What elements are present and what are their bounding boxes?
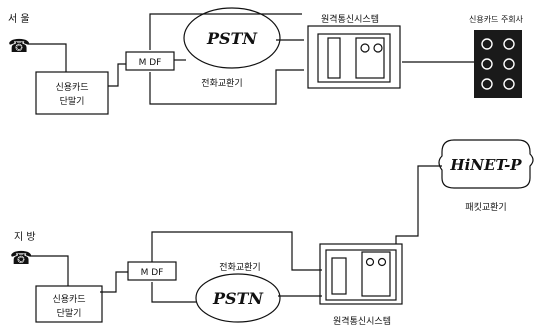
bottom-switch-caption: 전화교환기 [219,261,260,273]
top-pstn-label: PSTN [206,29,258,48]
bottom-card-terminal-line1: 신용카드 [52,294,85,305]
card-company-label: 신용카드 주회사 [469,15,524,24]
top-remote-system-label: 원격통신시스템 [321,13,379,25]
packet-switch-caption: 패킷교환기 [465,201,506,213]
top-card-terminal-box [36,72,108,114]
top-card-terminal-line2: 단말기 [60,95,85,107]
bottom-location-label: 지 방 [14,231,36,243]
bottom-connections [30,166,442,302]
bottom-card-terminal-line2: 단말기 [57,307,82,319]
bottom-remote-system [320,244,402,304]
top-mdf-label: M DF [139,58,162,68]
top-remote-system [308,26,400,88]
bottom-phone-icon: ☎ [10,248,32,269]
top-connections [28,14,474,104]
hinet-p-label: HiNET-P [449,156,522,174]
bottom-mdf-label: M DF [141,268,164,278]
bottom-pstn-label: PSTN [212,289,264,308]
top-phone-icon: ☎ [8,36,30,57]
top-switch-caption: 전화교환기 [201,77,242,89]
bottom-remote-system-label: 원격통신시스템 [333,315,391,327]
card-company-panel [474,30,522,98]
top-location-label: 서 울 [8,13,30,25]
top-card-terminal-line1: 신용카드 [55,82,88,93]
